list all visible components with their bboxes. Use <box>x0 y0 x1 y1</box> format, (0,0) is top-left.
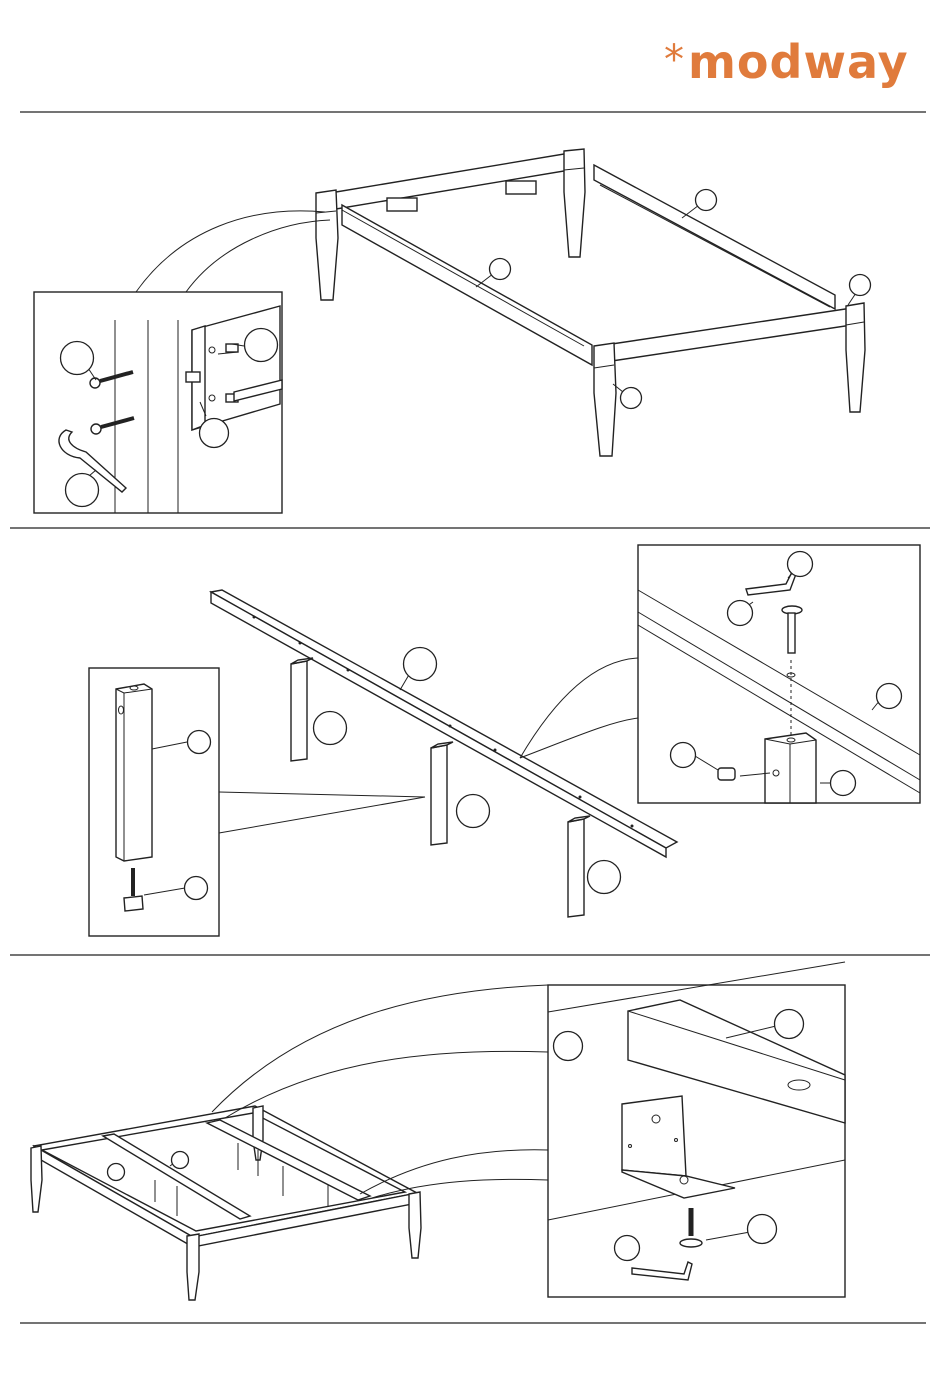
barrel-nut-small <box>718 768 735 780</box>
barrel-nut <box>186 372 200 382</box>
callout-slat-block <box>775 1010 804 1039</box>
step-2-leg-detail-box <box>89 668 219 936</box>
callout-leg-1 <box>314 712 347 745</box>
callout-allen-key <box>66 474 99 507</box>
leg-back-left <box>31 1146 42 1212</box>
step-2-center-rail-drawing <box>211 590 677 917</box>
step-3-detail-box <box>548 962 845 1297</box>
callout-leg-detail <box>831 771 856 796</box>
front-left-leg <box>594 343 616 456</box>
back-left-leg <box>316 190 338 300</box>
callout-side-rail <box>490 259 511 280</box>
foot-rail <box>605 308 852 362</box>
callout-bracket-frame <box>108 1164 125 1181</box>
callout-slat <box>172 1152 189 1169</box>
callout-front-leg <box>621 388 642 409</box>
bracket-left <box>387 198 417 211</box>
back-right-leg <box>564 149 585 257</box>
callout-bracket-left <box>554 1032 583 1061</box>
callout-allen <box>788 552 813 577</box>
right-side-rail <box>594 165 835 309</box>
callout-bolt <box>61 342 94 375</box>
step-3-assembled-frame <box>31 985 548 1300</box>
left-side-rail <box>342 205 592 365</box>
callout-detail-leg <box>188 731 211 754</box>
bolt-head-1 <box>90 378 100 388</box>
step-2-bolt-detail-box <box>638 545 920 803</box>
step-1-detail-box <box>34 292 282 513</box>
leg-front-right <box>409 1192 421 1258</box>
leg-front-left <box>187 1234 199 1300</box>
callout-barrel-small <box>671 743 696 768</box>
callout-leg-2 <box>457 795 490 828</box>
callout-center-rail <box>404 648 437 681</box>
center-leg-3 <box>568 816 590 917</box>
l-bracket <box>622 1096 686 1176</box>
callout-foot-leg <box>850 275 871 296</box>
callout-leg-3 <box>588 861 621 894</box>
callout-allen-bracket <box>615 1236 640 1261</box>
callout-rail-detail <box>877 684 902 709</box>
bolt-long <box>788 613 795 653</box>
center-leg-1 <box>291 658 313 761</box>
callout-bolt-small <box>728 601 753 626</box>
leveler-foot <box>124 896 143 911</box>
bracket-right <box>506 181 536 194</box>
callout-leveler <box>185 877 208 900</box>
callout-barrel-nut <box>245 329 278 362</box>
callout-screw <box>748 1215 777 1244</box>
callout-right-rail <box>696 190 717 211</box>
front-right-leg <box>846 303 865 412</box>
screw-washer <box>680 1239 702 1247</box>
center-leg-2 <box>431 742 453 845</box>
bolt-head-2 <box>91 424 101 434</box>
callout-dowel <box>200 419 229 448</box>
